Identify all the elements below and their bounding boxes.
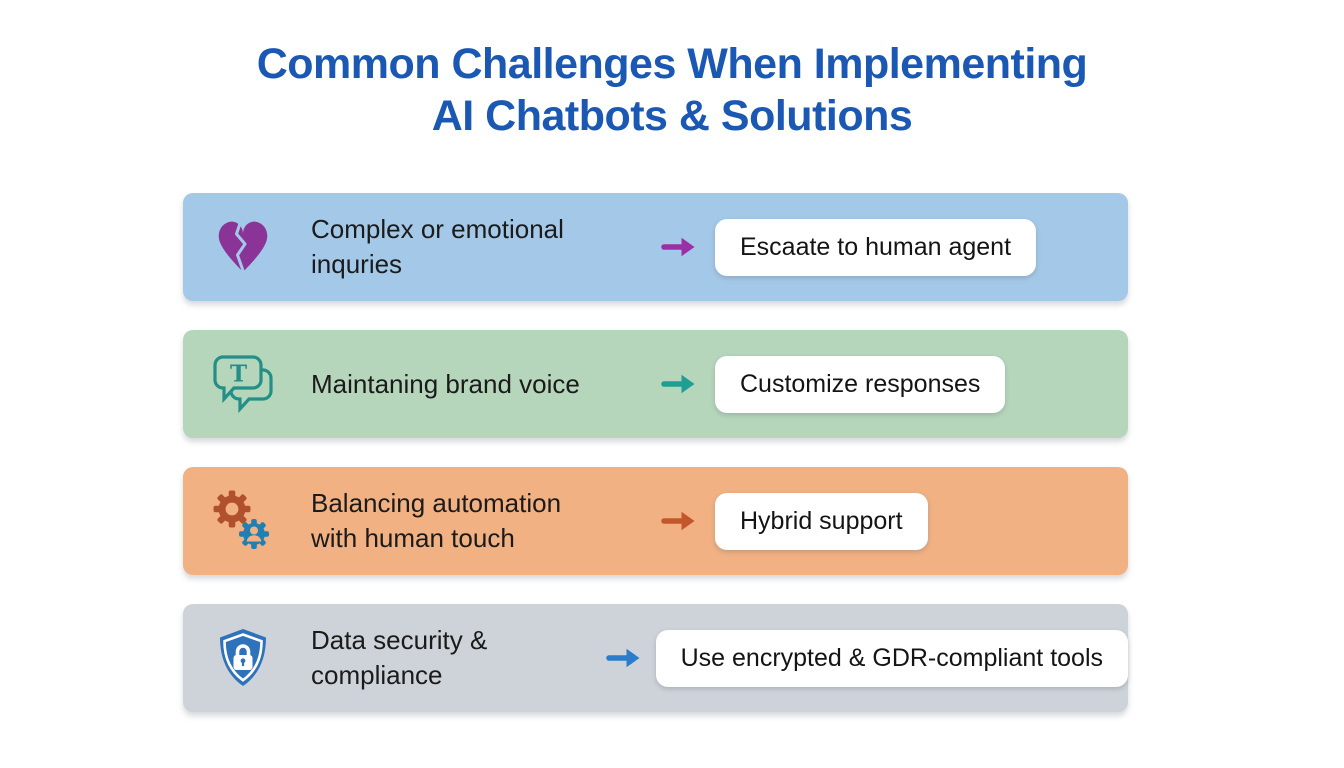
shield-lock-icon [211, 626, 275, 690]
challenge-row-data-security: Data security & compliance Use encrypted… [183, 604, 1128, 712]
solution-text: Hybrid support [740, 506, 903, 535]
solution-box: Customize responses [715, 355, 1006, 413]
challenge-rows: Complex or emotional inquries Escaate to… [183, 193, 1128, 712]
solution-text: Escaate to human agent [740, 232, 1012, 261]
solution-box: Use encrypted & GDR-compliant tools [655, 629, 1128, 687]
challenge-text: Balancing automation with human touch [311, 488, 562, 553]
challenge-text: Complex or emotional inquries [311, 214, 564, 279]
page-title: Common Challenges When Implementing AI C… [0, 38, 1344, 143]
arrow-right-icon [661, 371, 699, 397]
broken-heart-icon [211, 215, 275, 279]
challenge-text: Data security & compliance [311, 625, 488, 690]
gears-icon [211, 489, 275, 553]
challenge-text: Maintaning brand voice [311, 368, 580, 399]
challenge-row-brand-voice: T Maintaning brand voice Customize respo… [183, 330, 1128, 438]
chat-bubbles-icon: T [211, 352, 275, 416]
page-title-line-2: AI Chatbots & Solutions [431, 92, 913, 141]
arrow-right-icon [661, 234, 699, 260]
solution-text: Customize responses [740, 369, 981, 398]
solution-text: Use encrypted & GDR-compliant tools [680, 643, 1103, 672]
solution-box: Hybrid support [715, 492, 928, 550]
challenge-row-automation-balance: Balancing automation with human touch Hy… [183, 467, 1128, 575]
arrow-right-icon [661, 508, 699, 534]
svg-text:T: T [230, 361, 247, 388]
solution-box: Escaate to human agent [715, 218, 1037, 276]
challenge-row-complex-inquiries: Complex or emotional inquries Escaate to… [183, 193, 1128, 301]
arrow-right-icon [605, 645, 644, 671]
page-title-line-1: Common Challenges When Implementing [256, 40, 1088, 88]
